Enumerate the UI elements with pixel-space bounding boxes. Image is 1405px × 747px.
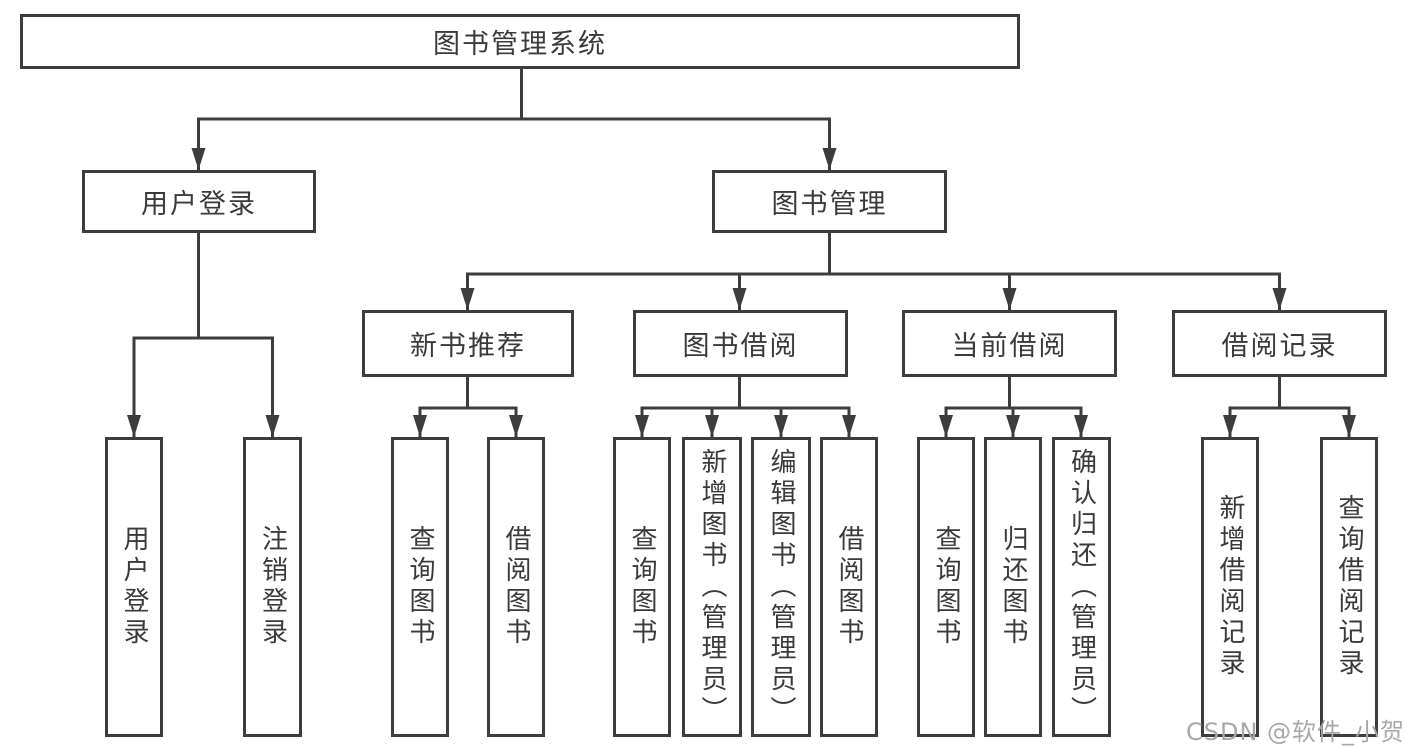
leaf-return-books-label: 归还图书 (998, 525, 1028, 649)
node-new-book-recommend: 新书推荐 (362, 310, 574, 377)
node-current-borrow: 当前借阅 (902, 310, 1117, 377)
leaf-user-login: 用户登录 (105, 437, 163, 737)
leaf-borrow-books-recommend: 借阅图书 (487, 437, 545, 737)
leaf-query-books-current: 查询图书 (917, 437, 975, 737)
leaf-user-login-label: 用户登录 (119, 525, 149, 649)
leaf-query-books-borrow-label: 查询图书 (627, 525, 657, 649)
book-management-branch-connector (460, 233, 1287, 310)
csdn-watermark: CSDN @软件_小贺同学 (1186, 718, 1405, 746)
leaf-add-books-admin: 新增图书（管理员） (682, 437, 742, 737)
leaf-logout-label: 注销登录 (257, 525, 288, 649)
leaf-add-books-admin-label: 新增图书（管理员） (697, 447, 727, 727)
leaf-query-borrow-record: 查询借阅记录 (1320, 437, 1378, 737)
leaf-query-books-borrow: 查询图书 (613, 437, 671, 737)
root-connector (191, 69, 837, 170)
user-login-branch-connector (127, 233, 280, 437)
leaf-edit-books-admin-label: 编辑图书（管理员） (766, 447, 796, 727)
node-library-system-label: 图书管理系统 (433, 29, 607, 60)
node-book-borrow-label: 图书借阅 (682, 331, 799, 362)
leaf-confirm-return-admin: 确认归还（管理员） (1052, 437, 1111, 737)
leaf-add-borrow-record-label: 新增借阅记录 (1215, 494, 1245, 680)
leaf-logout: 注销登录 (243, 437, 302, 737)
leaf-borrow-books: 借阅图书 (820, 437, 878, 737)
leaf-query-books-recommend: 查询图书 (391, 437, 449, 737)
node-current-borrow-label: 当前借阅 (951, 331, 1068, 362)
leaf-query-books-recommend-label: 查询图书 (405, 525, 435, 649)
current-borrow-connector (939, 377, 1088, 437)
leaf-borrow-books-recommend-label: 借阅图书 (501, 525, 531, 649)
leaf-add-borrow-record: 新增借阅记录 (1201, 437, 1259, 737)
leaf-edit-books-admin: 编辑图书（管理员） (751, 437, 811, 737)
leaf-query-books-current-label: 查询图书 (931, 525, 961, 649)
node-library-system: 图书管理系统 (20, 14, 1020, 69)
node-user-login-label: 用户登录 (141, 189, 257, 220)
borrow-records-connector (1223, 377, 1356, 437)
node-new-book-recommend-label: 新书推荐 (410, 331, 526, 362)
node-borrow-records-label: 借阅记录 (1221, 331, 1338, 362)
new-book-recommend-connector (413, 377, 523, 437)
leaf-confirm-return-admin-label: 确认归还（管理员） (1066, 447, 1097, 727)
leaf-query-borrow-record-label: 查询借阅记录 (1334, 494, 1364, 680)
node-borrow-records: 借阅记录 (1172, 310, 1387, 377)
node-user-login: 用户登录 (82, 170, 316, 233)
node-book-management: 图书管理 (712, 170, 947, 233)
leaf-return-books: 归还图书 (984, 437, 1042, 737)
node-book-borrow: 图书借阅 (633, 310, 848, 377)
leaf-borrow-books-label: 借阅图书 (834, 525, 864, 649)
node-book-management-label: 图书管理 (771, 189, 888, 220)
book-borrow-connector (635, 377, 856, 437)
